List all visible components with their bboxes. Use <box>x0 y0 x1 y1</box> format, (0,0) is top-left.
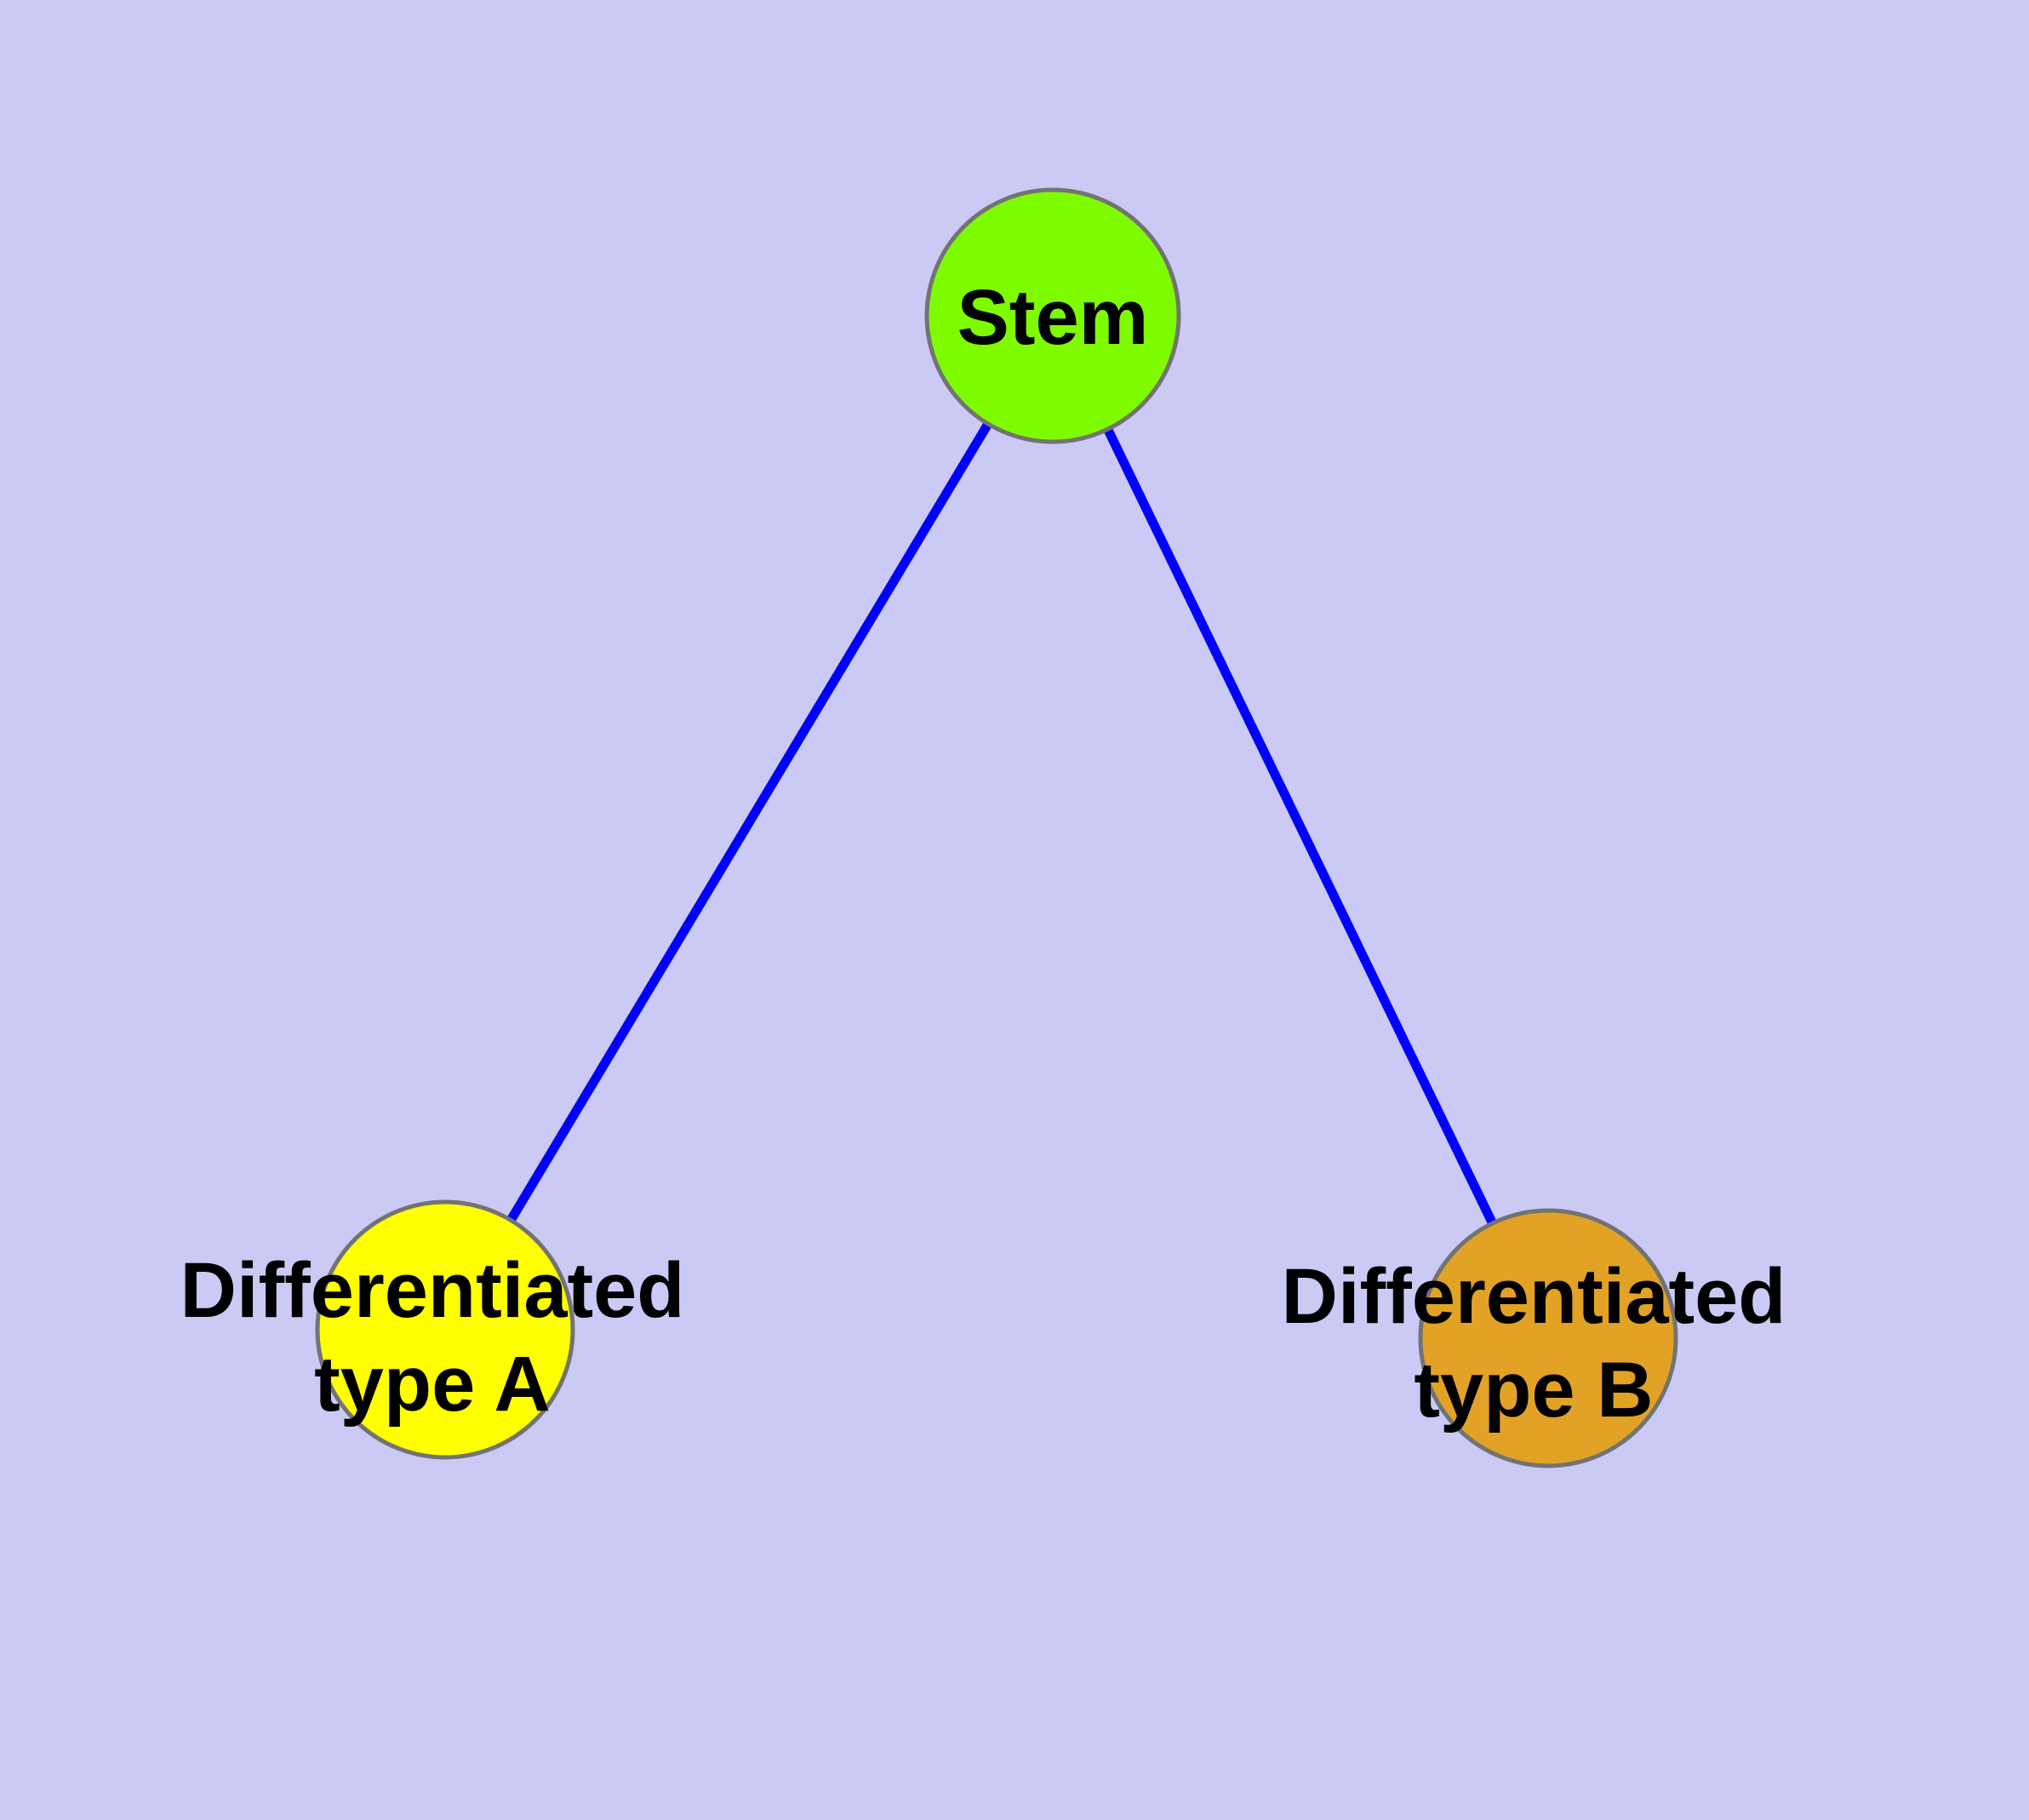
node-differentiated-type-a: Differentiated type A <box>180 1199 685 1460</box>
node-stem-circle <box>924 187 1181 444</box>
node-differentiated-type-b: Differentiated type B <box>1282 1208 1786 1468</box>
edges-layer <box>441 313 1552 1341</box>
edge-stem-to-type-a <box>441 313 1057 1332</box>
edge-stem-to-type-b <box>1049 313 1552 1341</box>
node-type-a-label-line1: Differentiated <box>180 1247 685 1334</box>
node-type-b-label-line2: type B <box>1414 1347 1653 1434</box>
node-type-b-circle <box>1418 1208 1678 1468</box>
node-type-a-label-line2: type A <box>314 1341 551 1428</box>
node-stem: Stem <box>924 187 1181 444</box>
node-type-b-label-line1: Differentiated <box>1282 1253 1786 1340</box>
node-stem-label: Stem <box>957 274 1149 361</box>
node-type-a-circle <box>315 1199 575 1460</box>
